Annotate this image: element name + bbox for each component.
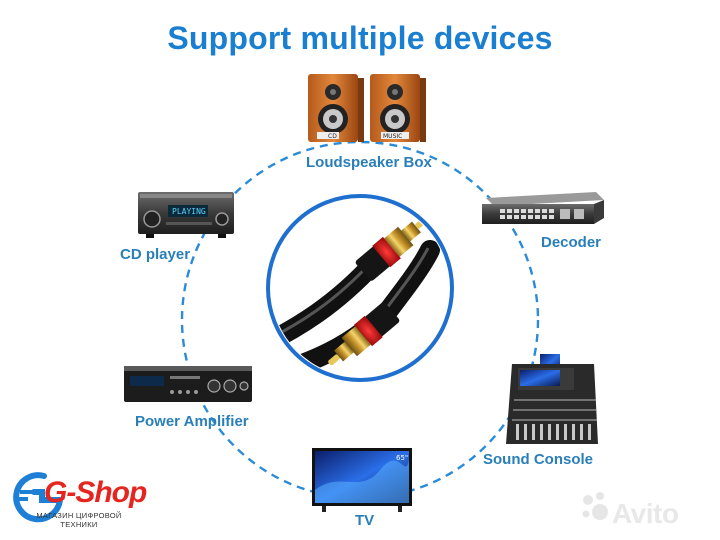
gshop-logo-mark [13,472,64,523]
decoder-image [482,192,604,224]
sound-console-image [506,354,598,444]
gshop-subtitle-line2: ТЕХНИКИ [60,520,98,529]
dashed-ring [180,140,540,500]
tv-size-text: 65" [396,454,408,462]
gshop-subtitle-line1: МАГАЗИН ЦИФРОВОЙ [36,511,122,520]
label-loudspeaker-box: Loudspeaker Box [306,154,432,171]
gshop-logo: G-Shop [44,476,147,510]
loudspeaker-image: CD MUSIC [308,74,426,142]
label-cd-player: CD player [120,246,191,263]
gshop-logo-subtitle: МАГАЗИН ЦИФРОВОЙ ТЕХНИКИ [14,511,144,529]
gshop-logo-name: G-Shop [44,476,147,509]
avito-watermark-mark [582,492,608,520]
label-sound-console: Sound Console [483,451,593,468]
power-amplifier-image [124,366,252,402]
speaker-badge2-text: MUSIC [383,133,402,140]
label-decoder: Decoder [541,234,602,251]
label-power-amplifier: Power Amplifier [135,413,249,430]
cd-player-image: PLAYING [138,192,234,238]
cd-display-text: PLAYING [172,207,206,216]
page-title: Support multiple devices [167,20,553,56]
speaker-badge-text: CD [328,133,337,140]
label-tv: TV [355,512,375,529]
avito-watermark: Avito [612,498,679,529]
tv-image: 65" [312,448,412,512]
